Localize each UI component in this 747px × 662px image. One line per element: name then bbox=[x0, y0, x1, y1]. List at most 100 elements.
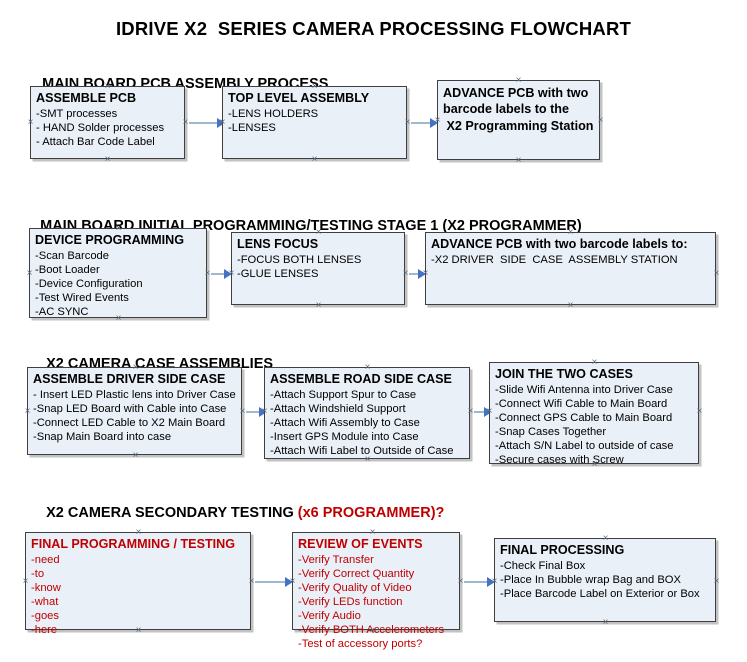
connector-handle-icon bbox=[21, 577, 30, 586]
flow-box-line: - Attach Bar Code Label bbox=[36, 135, 155, 148]
flow-box-final-processing[interactable]: FINAL PROCESSING -Check Final Box -Place… bbox=[494, 538, 716, 622]
connector-line bbox=[189, 122, 219, 124]
flow-box-title: ASSEMBLE DRIVER SIDE CASE bbox=[33, 372, 226, 386]
connector-handle-icon bbox=[566, 301, 575, 310]
flow-box-line: -Verify Correct Quantity bbox=[298, 567, 415, 580]
connector-handle-icon bbox=[314, 301, 323, 310]
connector-handle-icon bbox=[485, 407, 494, 416]
flow-box-top-level-assembly[interactable]: TOP LEVEL ASSEMBLY -LENS HOLDERS -LENSES bbox=[222, 86, 407, 159]
connector-handle-icon bbox=[514, 76, 523, 85]
section-heading-text: X2 CAMERA SECONDARY TESTING bbox=[46, 505, 298, 521]
flow-box-line: -Connect Wifi Cable to Main Board bbox=[495, 397, 668, 410]
flow-box-content: JOIN THE TWO CASES -Slide Wifi Antenna i… bbox=[490, 363, 698, 469]
flow-box-assemble-driver-side-case[interactable]: ASSEMBLE DRIVER SIDE CASE - Insert LED P… bbox=[27, 367, 242, 455]
flow-box-join-the-two-cases[interactable]: JOIN THE TWO CASES -Slide Wifi Antenna i… bbox=[489, 362, 699, 466]
connector-line bbox=[255, 581, 288, 583]
flow-box-line-overflow: -Test of accessory ports? bbox=[298, 638, 423, 651]
connector-handle-icon bbox=[363, 363, 372, 372]
flow-box-line: -Slide Wifi Antenna into Driver Case bbox=[495, 383, 673, 396]
flow-box-title: JOIN THE TWO CASES bbox=[495, 367, 633, 381]
flow-box-content: REVIEW OF EVENTS -Verify Transfer -Verif… bbox=[293, 533, 459, 653]
connector-handle-icon bbox=[288, 577, 297, 586]
connector-handle-icon bbox=[433, 116, 442, 125]
connector-handle-icon bbox=[314, 228, 323, 237]
connector-handle-icon bbox=[310, 155, 319, 164]
flow-box-line: -Connect GPS Cable to Main Board bbox=[495, 411, 673, 424]
connector-handle-icon bbox=[227, 269, 236, 278]
connector-line bbox=[474, 411, 488, 413]
flow-box-content: LENS FOCUS -FOCUS BOTH LENSES -GLUE LENS… bbox=[232, 233, 404, 283]
flow-box-title: REVIEW OF EVENTS bbox=[298, 537, 423, 551]
connector-handle-icon bbox=[114, 224, 123, 233]
connector-handle-icon bbox=[421, 269, 430, 278]
flow-box-line: -Snap Cases Together bbox=[495, 425, 607, 438]
flow-box-title: ASSEMBLE ROAD SIDE CASE bbox=[270, 372, 452, 386]
flow-box-content: TOP LEVEL ASSEMBLY -LENS HOLDERS -LENSES bbox=[223, 87, 406, 137]
flow-box-line: -Scan Barcode bbox=[35, 249, 110, 262]
flow-box-line: -X2 DRIVER SIDE CASE ASSEMBLY STATION bbox=[431, 253, 678, 266]
flow-box-line: -goes bbox=[31, 610, 59, 623]
connector-handle-icon bbox=[590, 460, 599, 469]
connector-handle-icon bbox=[490, 577, 499, 586]
flow-box-line: -to bbox=[31, 567, 45, 580]
flow-box-line: -SMT processes bbox=[36, 107, 118, 120]
flow-box-line: -here bbox=[31, 624, 58, 637]
flow-box-line: -LENSES bbox=[228, 121, 276, 134]
flow-box-line: - Insert LED Plastic lens into Driver Ca… bbox=[33, 388, 236, 401]
flow-box-line: -Snap LED Board with Cable into Case bbox=[33, 402, 227, 415]
flow-box-line: -Place Barcode Label on Exterior or Box bbox=[500, 587, 700, 600]
flow-box-final-programming-testing[interactable]: FINAL PROGRAMMING / TESTING -need -to -k… bbox=[25, 532, 251, 636]
connector-handle-icon bbox=[23, 407, 32, 416]
flow-box-content: ASSEMBLE PCB -SMT processes - HAND Solde… bbox=[31, 87, 184, 151]
flow-box-line: - HAND Solder processes bbox=[36, 121, 165, 134]
flow-box-content: FINAL PROGRAMMING / TESTING -need -to -k… bbox=[26, 533, 250, 639]
connector-handle-icon bbox=[310, 82, 319, 91]
flow-box-content: ASSEMBLE DRIVER SIDE CASE - Insert LED P… bbox=[28, 368, 241, 446]
flow-box-device-programming[interactable]: DEVICE PROGRAMMING -Scan Barcode -Boot L… bbox=[29, 228, 207, 318]
connector-handle-icon bbox=[566, 228, 575, 237]
flow-box-lens-focus[interactable]: LENS FOCUS -FOCUS BOTH LENSES -GLUE LENS… bbox=[231, 232, 405, 305]
flow-box-content: ADVANCE PCB with two barcode labels to t… bbox=[438, 81, 599, 136]
section-heading-accent: (x6 PROGRAMMER)? bbox=[297, 505, 445, 521]
connector-handle-icon bbox=[712, 577, 721, 586]
connector-handle-icon bbox=[131, 363, 140, 372]
flow-box-line: -need bbox=[31, 553, 60, 566]
flow-box-line: -Verify Audio bbox=[298, 610, 361, 623]
flow-box-advance-pcb-programming-station[interactable]: ADVANCE PCB with two barcode labels to t… bbox=[437, 80, 600, 160]
connector-handle-icon bbox=[363, 455, 372, 464]
connector-handle-icon bbox=[134, 626, 143, 635]
section-heading-x2-camera-secondary-testing: X2 CAMERA SECONDARY TESTING (x6 PROGRAMM… bbox=[30, 489, 444, 537]
connector-handle-icon bbox=[103, 82, 112, 91]
flow-box-line: -Place In Bubble wrap Bag and BOX bbox=[500, 573, 681, 586]
flow-box-title: LENS FOCUS bbox=[237, 237, 319, 251]
connector-handle-icon bbox=[368, 626, 377, 635]
flow-box-review-of-events[interactable]: REVIEW OF EVENTS -Verify Transfer -Verif… bbox=[292, 532, 460, 650]
flow-box-line: -Connect LED Cable to X2 Main Board bbox=[33, 416, 226, 429]
flow-box-line: -AC SYNC bbox=[35, 306, 89, 319]
connector-handle-icon bbox=[601, 534, 610, 543]
flow-box-content: ASSEMBLE ROAD SIDE CASE -Attach Support … bbox=[265, 368, 469, 460]
connector-handle-icon bbox=[131, 451, 140, 460]
flow-box-title: FINAL PROCESSING bbox=[500, 543, 625, 557]
connector-handle-icon bbox=[712, 269, 721, 278]
flow-box-advance-pcb-driver-side-case[interactable]: ADVANCE PCB with two barcode labels to: … bbox=[425, 232, 716, 305]
connector-handle-icon bbox=[695, 407, 704, 416]
flow-box-line: -Insert GPS Module into Case bbox=[270, 430, 419, 443]
connector-handle-icon bbox=[103, 155, 112, 164]
flow-box-title: DEVICE PROGRAMMING bbox=[35, 233, 185, 247]
flow-box-line: -Attach Support Spur to Case bbox=[270, 388, 417, 401]
flow-box-content: FINAL PROCESSING -Check Final Box -Place… bbox=[495, 539, 715, 603]
flow-box-line: -Device Configuration bbox=[35, 277, 143, 290]
flow-box-assemble-pcb[interactable]: ASSEMBLE PCB -SMT processes - HAND Solde… bbox=[30, 86, 185, 159]
flow-box-title: TOP LEVEL ASSEMBLY bbox=[228, 91, 370, 105]
flow-box-line: -Attach Wifi Assembly to Case bbox=[270, 416, 420, 429]
flow-box-line: -Verify Quality of Video bbox=[298, 581, 412, 594]
connector-handle-icon bbox=[25, 269, 34, 278]
connector-handle-icon bbox=[114, 314, 123, 323]
connector-handle-icon bbox=[590, 358, 599, 367]
connector-handle-icon bbox=[368, 528, 377, 537]
flow-box-assemble-road-side-case[interactable]: ASSEMBLE ROAD SIDE CASE -Attach Support … bbox=[264, 367, 470, 459]
connector-line bbox=[211, 273, 227, 275]
flow-box-line: -Secure cases with Screw bbox=[495, 454, 624, 467]
flow-box-title: FINAL PROGRAMMING / TESTING bbox=[31, 537, 236, 551]
